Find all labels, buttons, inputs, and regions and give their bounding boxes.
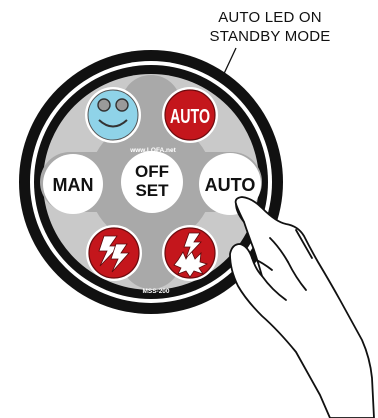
model-label: MSS-200 [142, 288, 169, 295]
man-button[interactable]: MAN [43, 154, 103, 214]
auto-led: AUTO [162, 87, 218, 143]
offset-button-label-line1: OFF [135, 162, 169, 181]
alarm-button-right[interactable] [162, 225, 218, 281]
alarm-button-left[interactable] [86, 225, 142, 281]
man-button-label: MAN [53, 175, 94, 195]
auto-button-label: AUTO [205, 175, 256, 195]
status-led [85, 87, 141, 143]
pointing-hand-illustration [230, 197, 374, 418]
offset-button-label-line2: SET [135, 181, 169, 200]
offset-button[interactable]: OFF SET [121, 151, 183, 213]
auto-led-label: AUTO [170, 106, 210, 128]
